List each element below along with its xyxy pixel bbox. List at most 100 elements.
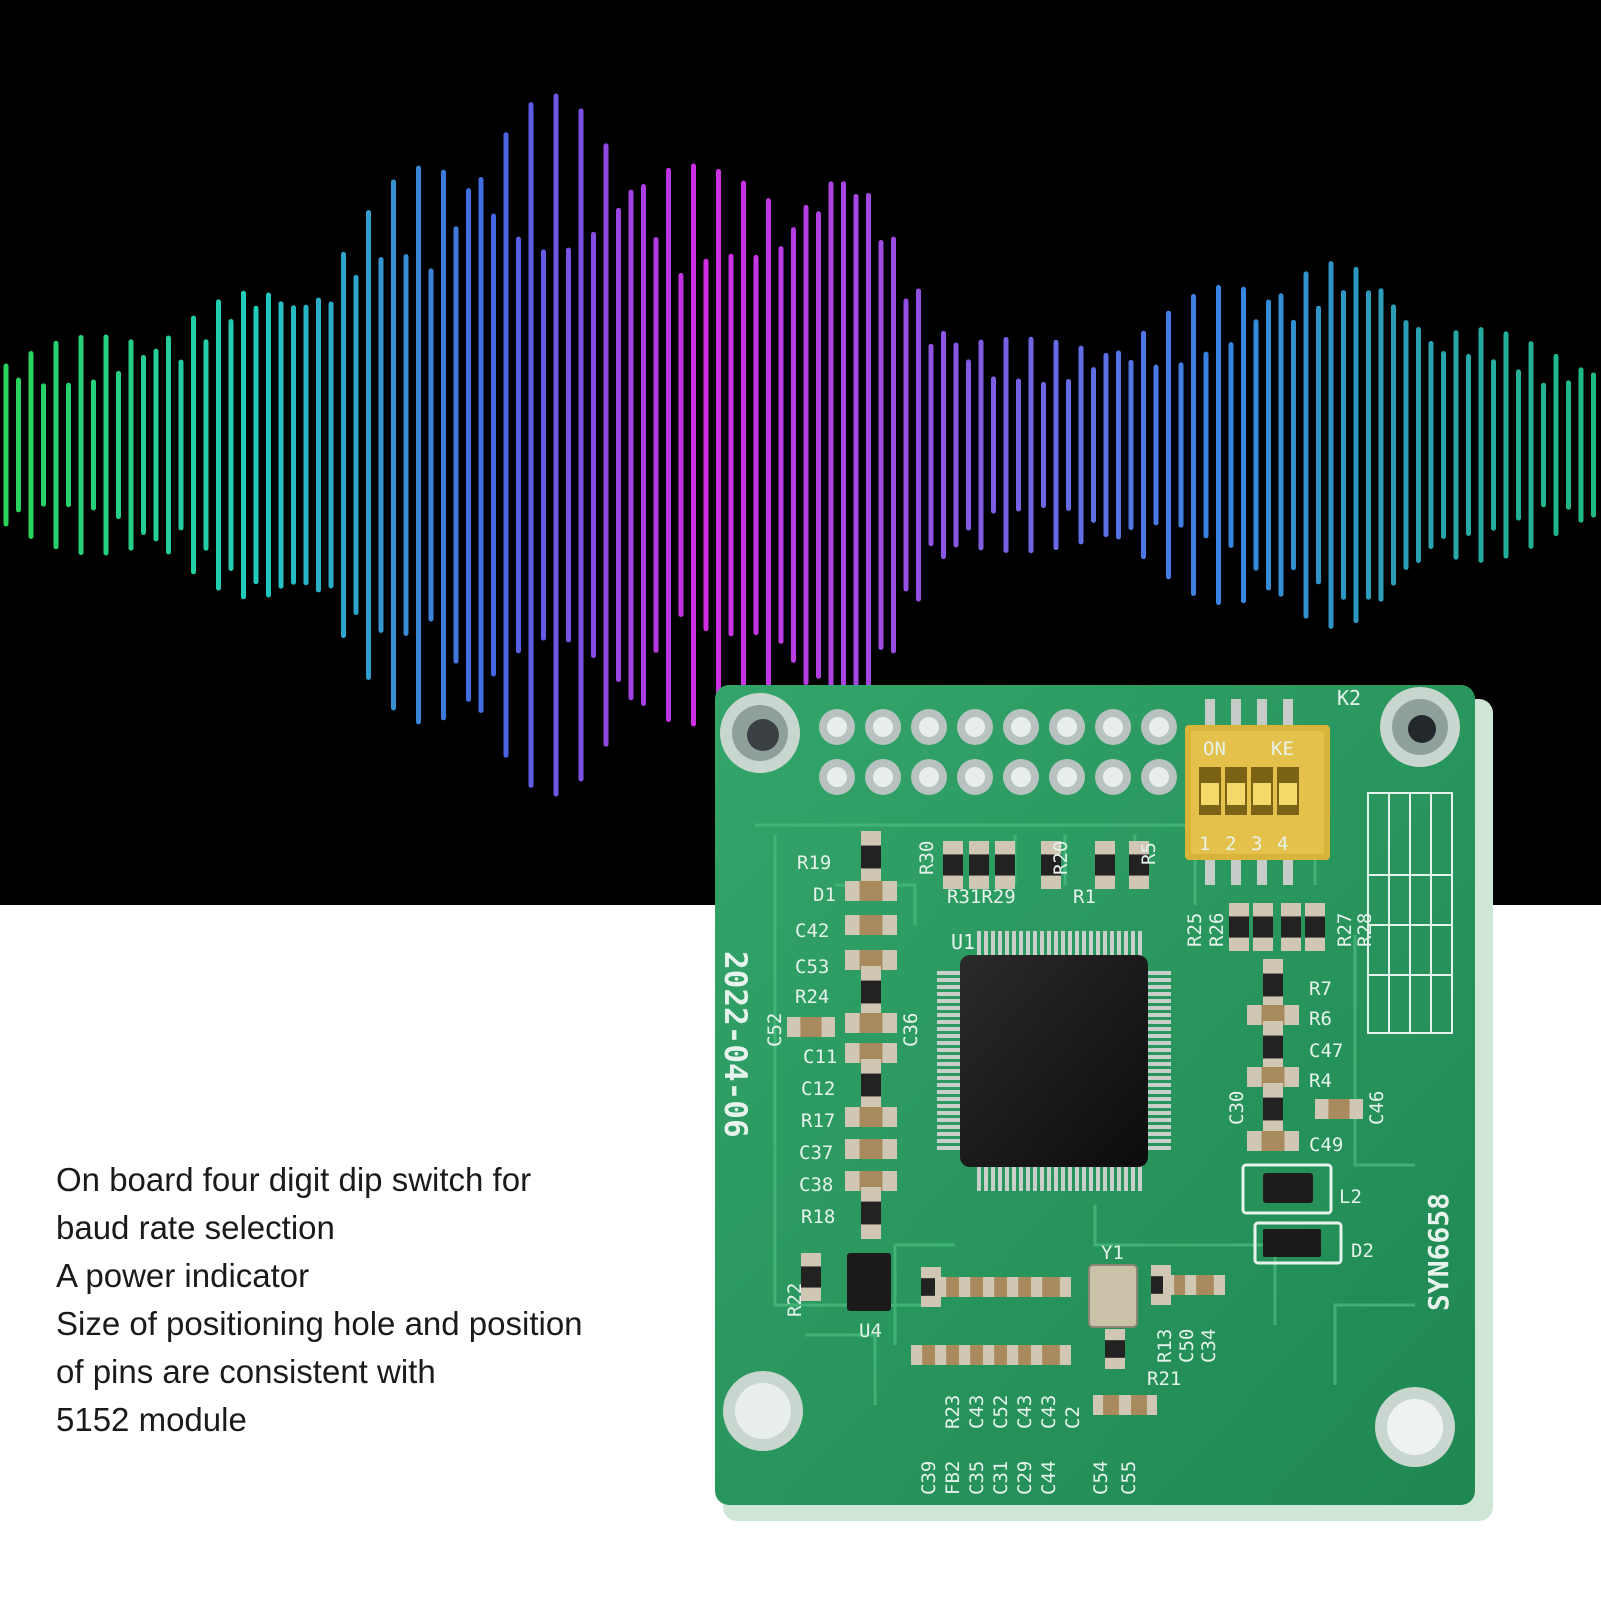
component-label: R19 [797,852,831,874]
chip-pin [937,1034,963,1038]
smd-center [1263,973,1283,997]
smd-center [1041,854,1061,876]
smd-center [859,950,883,970]
component-label: C36 [900,1013,922,1047]
smd-center [1103,1395,1119,1415]
chip-pin [1145,1139,1171,1143]
chip-pin [937,1006,963,1010]
component-label: C37 [799,1142,833,1164]
chip-pin [1047,931,1051,957]
smd-part [845,1043,897,1063]
dip-knob [1201,783,1219,805]
smd-part [1093,1395,1129,1415]
smd-part [845,915,897,935]
smd-part [1031,1277,1071,1297]
component-label: C39 [918,1461,940,1495]
smd-part [845,950,897,970]
chip-pin [937,1146,963,1150]
smd-center [1196,1275,1214,1295]
smd-part [1281,903,1301,951]
switch-designator: K2 [1337,686,1361,710]
smd-part [1253,903,1273,951]
smd-center [1261,1067,1285,1087]
voltage-regulator [847,1253,891,1311]
chip-pin [1047,1165,1051,1191]
component-label: R28 [1354,913,1376,947]
component-label: R21 [1147,1368,1181,1390]
crystal-designator: Y1 [1101,1242,1124,1264]
chip-pin [998,931,1002,957]
chip-pin [937,1097,963,1101]
chip-pin [1145,1097,1171,1101]
chip-pin [937,1069,963,1073]
chip-pin [937,1104,963,1108]
component-label: C12 [801,1078,835,1100]
header-pin-hole [873,767,893,787]
smd-center [1042,1277,1060,1297]
chip-pin [937,1076,963,1080]
chip-pin [937,971,963,975]
smd-center [1328,1099,1350,1119]
date-code: 2022-04-06 [717,951,753,1138]
header-pin-hole [873,717,893,737]
chip-pin [1145,971,1171,975]
component-label: R20 [1050,841,1072,875]
chip-pin [1145,1146,1171,1150]
component-label: R13 [1154,1329,1176,1363]
chip-pin [1145,1132,1171,1136]
component-label: C50 [1176,1329,1198,1363]
smd-part [1031,1345,1071,1365]
chip-pin [1145,1020,1171,1024]
chip-pin [984,931,988,957]
chip-pin [1040,1165,1044,1191]
component-label: C47 [1309,1040,1343,1062]
smd-part [845,1171,897,1191]
chip-pin [1145,1069,1171,1073]
bottom-label-row: C39 FB2 C35 C31 C29 C44 C54 C55 R23 C43 … [918,1395,1140,1495]
component-label: C30 [1226,1091,1248,1125]
chip-pin [937,1083,963,1087]
header-pin-hole [1103,717,1123,737]
smd-part [845,1139,897,1159]
component-label: D1 [813,884,836,906]
component-label: C54 [1090,1461,1112,1495]
chip-pin [937,1118,963,1122]
dip-leg [1205,857,1215,885]
dip-position-label: 4 [1277,833,1288,855]
component-label: C55 [1118,1461,1140,1495]
chip-pin [937,1027,963,1031]
dip-switch-brand-label: KE [1271,738,1294,760]
chip-pin [1124,1165,1128,1191]
chip-pin [937,1013,963,1017]
chip-pin [1117,931,1121,957]
smd-center [1263,1035,1283,1059]
dip-position-label: 2 [1225,833,1236,855]
dip-leg [1205,699,1215,729]
smd-part [845,1107,897,1127]
dip-leg [1257,699,1267,729]
header-pin-hole [1149,717,1169,737]
component-label: C44 [1038,1461,1060,1495]
chip-pin [1145,999,1171,1003]
chip-pin [1138,1165,1142,1191]
chip-designator: U1 [951,930,975,954]
component-label: R30 [916,841,938,875]
chip-pin [1019,931,1023,957]
smd-center [1042,1345,1060,1365]
description-line: Size of positioning hole and position [56,1305,583,1342]
component-label: R26 [1206,913,1228,947]
smd-part [861,831,881,883]
header-pin-hole [1011,767,1031,787]
smd-part [1305,903,1325,951]
header-pin-hole [1011,717,1031,737]
dip-leg [1231,699,1241,729]
component-label: C2 [1062,1406,1084,1429]
chip-pin [991,1165,995,1191]
component-label: C43 [1014,1395,1036,1429]
smd-center [1281,916,1301,938]
header-pin-hole [1057,767,1077,787]
smd-center [1131,1395,1147,1415]
dip-leg [1231,857,1241,885]
chip-pin [1075,931,1079,957]
chip-pin [1145,1055,1171,1059]
